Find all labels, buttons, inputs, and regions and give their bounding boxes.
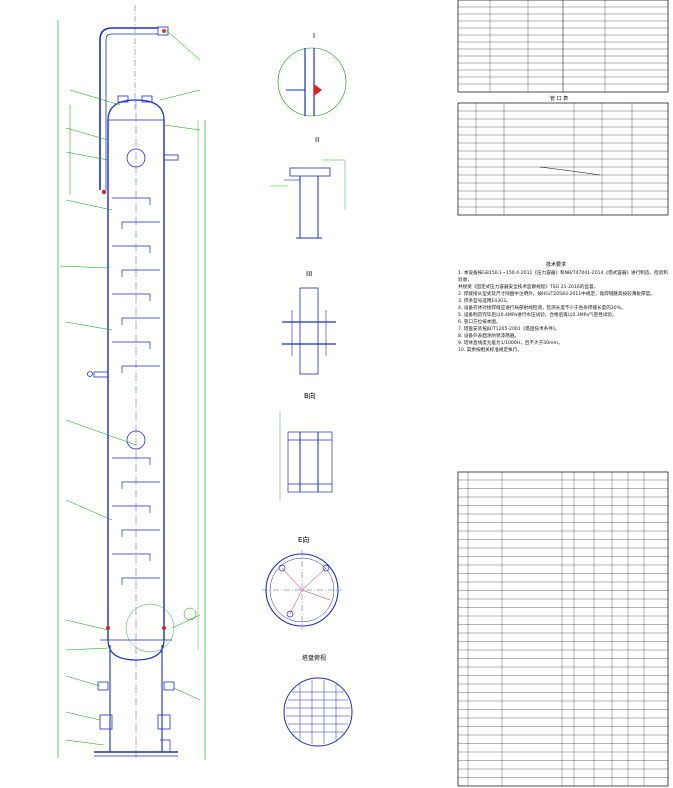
note-line: 3. 焊条型号选用E4303。 [458, 299, 511, 304]
note-line: 10. 其余按相关标准规定执行。 [458, 348, 522, 353]
tower-elevation [57, 5, 206, 760]
section-mark-view-e: E向 [298, 535, 309, 544]
notes-title: 技术要求 [546, 261, 566, 268]
nozzle-table-title: 管 口 表 [550, 95, 568, 102]
technical-notes: 技术要求 [546, 261, 566, 268]
note-line: 2. 焊接接头型式及尺寸除图中注明外，按HG/T20583-2011中规定，角焊… [458, 292, 655, 297]
note-line: 8. 设备外表面涂防锈漆两遍。 [458, 334, 519, 339]
section-mark-detail-2: II [315, 136, 319, 144]
design-data-table [457, 0, 669, 93]
detail-views: I II III B向 E向 [262, 32, 353, 747]
note-line: 6. 管口方位按本图。 [458, 320, 501, 325]
section-mark-view-b: B向 [304, 391, 316, 400]
note-line: 7. 塔盘安装按JB/T1205-2001《塔盘技术条件》。 [458, 327, 560, 332]
section-mark-detail-3: III [306, 270, 312, 278]
notes-block: 1. 本设备按GB150.1~150.4-2011《压力容器》和NB/T4704… [458, 270, 668, 420]
note-line: 4. 设备壳体对接焊缝应进行局部射线检测，检测长度不少于各条焊缝长度的20%。 [458, 306, 626, 311]
note-line: 5. 设备制造完毕后以0.4MPa进行水压试验，合格后再以0.3MPa气密性试验… [458, 313, 617, 318]
parts-list [457, 471, 669, 787]
section-mark-tray-view: 塔盘俯视 [302, 654, 326, 662]
section-mark-detail-1: I [313, 32, 315, 40]
note-line: 9. 塔体直线度允差为1/1000H，且不大于30mm。 [458, 341, 563, 346]
note-line: 并接受《固定式压力容器安全技术监察规程》TSG 21-2016的监督。 [458, 285, 599, 290]
nozzle-table: 管 口 表 [457, 95, 669, 216]
note-line: 1. 本设备按GB150.1~150.4-2011《压力容器》和NB/T4704… [458, 271, 668, 283]
